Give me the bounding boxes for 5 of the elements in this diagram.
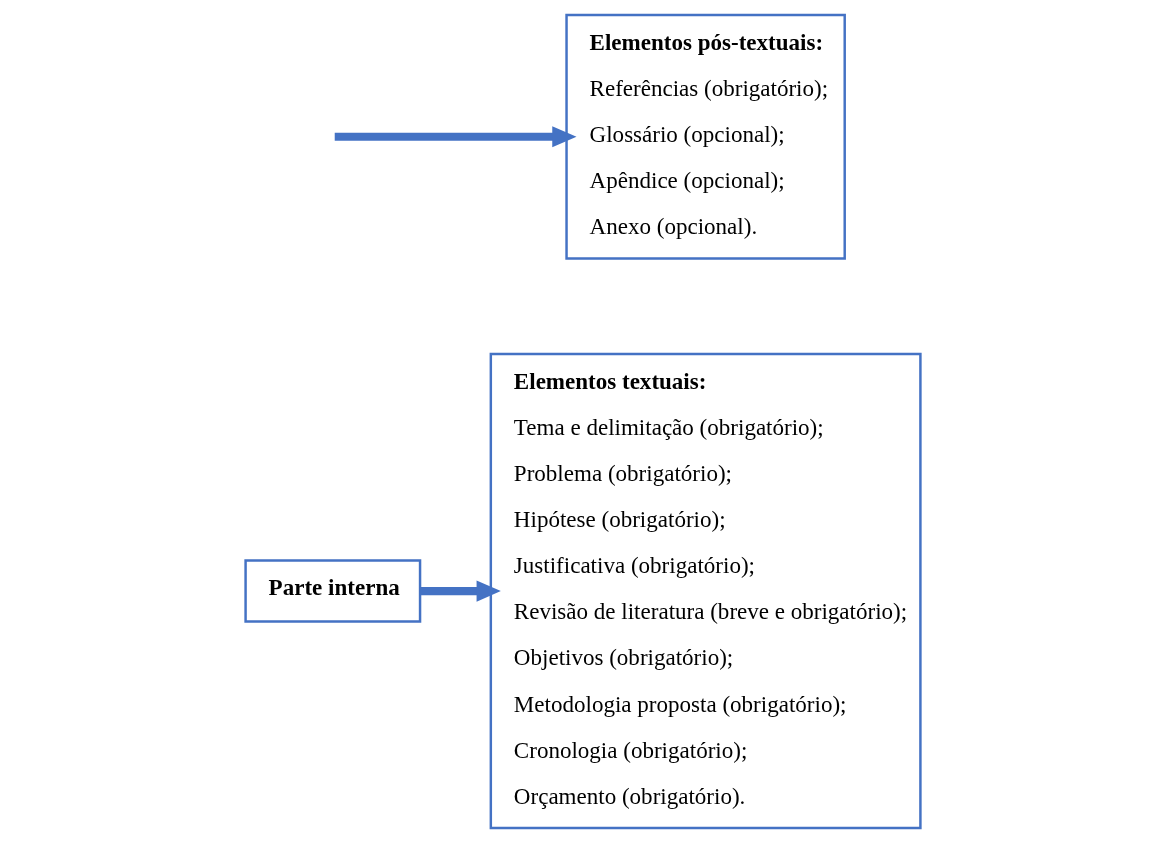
node-box: Elementos pós-textuais: Referências (obrigatório); Glossário (opcional); Apêndice (opcional); Anexo (opcional). — [564, 13, 846, 260]
node-box: Elementos textuais: Tema e delimitação (obrigatório); Problema (obrigatório); Hipótese (obrigatório); Justificativa (obrigatório); Revisão de literatura (breve e obrigatório); Objetivos (obrigatório); Metodologia proposta (obrigatório); Cronologia (obrigatório); Orçamento (obrigatório). — [489, 352, 922, 830]
arrow — [419, 580, 501, 602]
arrow — [334, 126, 576, 148]
node-box: Parte interna — [243, 559, 421, 623]
